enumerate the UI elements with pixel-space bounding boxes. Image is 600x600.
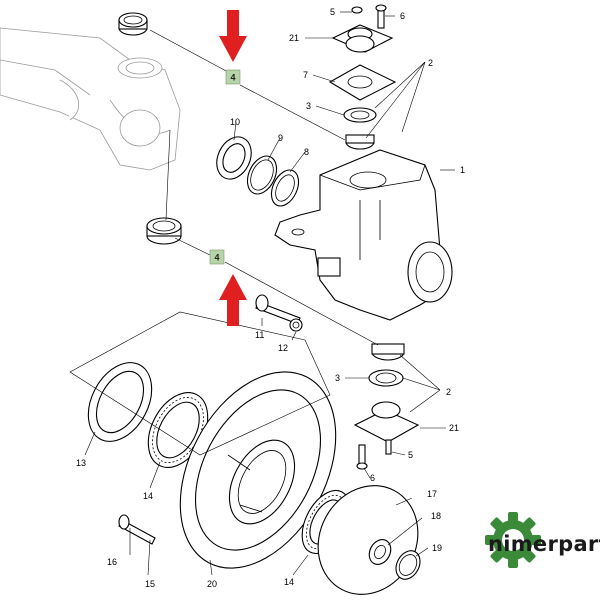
reference-label-4-lower: 4 <box>214 253 219 263</box>
steering-knuckle <box>274 149 453 321</box>
seal-13 <box>87 362 153 442</box>
callout-21-lower: 21 <box>449 423 459 433</box>
hub-group-frame <box>69 311 331 456</box>
callout-6-lower: 6 <box>370 473 375 483</box>
snap-ring-9 <box>246 155 278 195</box>
callout-3-upper: 3 <box>306 101 311 111</box>
reference-box-4-lower: 4 <box>209 249 225 265</box>
callout-10: 10 <box>230 117 240 127</box>
callout-14-lower: 14 <box>284 577 294 587</box>
upper-bearing-cup <box>118 12 148 36</box>
callout-3-lower: 3 <box>335 373 340 383</box>
gear-icon <box>485 512 541 568</box>
wheel-stud-16 <box>118 514 156 545</box>
callout-14-upper: 14 <box>143 491 153 501</box>
callout-16: 16 <box>107 557 117 567</box>
seal-ring-10 <box>216 136 252 180</box>
axle-housing-ghost <box>0 27 181 171</box>
callout-9: 9 <box>278 133 283 143</box>
top-pivot-cap-assembly <box>328 4 397 150</box>
washer-18 <box>368 539 392 565</box>
callout-5-lower: 5 <box>408 450 413 460</box>
callout-5-upper: 5 <box>330 7 335 17</box>
wheel-hub <box>179 371 337 569</box>
callout-18: 18 <box>431 511 441 521</box>
callout-20: 20 <box>207 579 217 589</box>
callout-8: 8 <box>304 147 309 157</box>
callout-labels: 1 2 2 3 3 5 5 6 6 7 8 9 10 11 12 13 14 1… <box>76 7 465 589</box>
callout-12: 12 <box>278 343 288 353</box>
callout-21-upper: 21 <box>289 33 299 43</box>
callout-19: 19 <box>432 543 442 553</box>
snap-ring-19 <box>395 550 421 580</box>
reference-label-4-upper: 4 <box>230 73 235 83</box>
brand-logo: nimerparts <box>485 512 600 568</box>
callout-2-lower: 2 <box>446 387 451 397</box>
callout-6-upper: 6 <box>400 11 405 21</box>
callout-15: 15 <box>145 579 155 589</box>
arrow-up-icon <box>219 274 247 326</box>
callout-13: 13 <box>76 458 86 468</box>
callout-1: 1 <box>460 165 465 175</box>
callout-11: 11 <box>255 330 264 340</box>
callout-7: 7 <box>303 70 308 80</box>
arrow-down-icon <box>219 10 247 62</box>
brand-name: nimerparts <box>488 532 600 556</box>
reference-box-4-upper: 4 <box>225 69 241 85</box>
callout-2-upper: 2 <box>428 58 433 68</box>
lower-bearing-cup <box>146 217 182 245</box>
leader-lines <box>84 11 455 576</box>
bolt-11-nut-12 <box>255 294 303 332</box>
callout-17: 17 <box>427 489 437 499</box>
ring-8 <box>270 169 300 207</box>
